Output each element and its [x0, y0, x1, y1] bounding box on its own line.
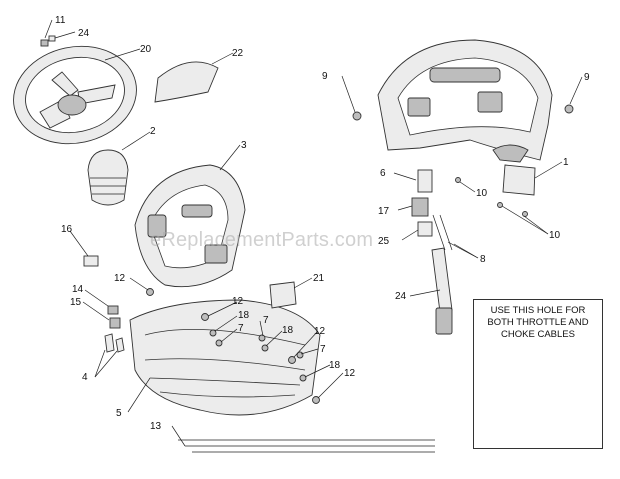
callout-labels: 11 24 20 22 2 3 16 12 12 14 15 18 7 4 5 …	[55, 15, 590, 432]
watermark: eReplacementParts.com	[150, 229, 374, 251]
callout-12-b: 12	[232, 296, 244, 307]
screw-12c	[288, 356, 296, 364]
part-25	[417, 221, 433, 237]
screw-10b	[497, 202, 503, 208]
part-11-bolt	[40, 39, 49, 47]
note-line-2: BOTH THROTTLE AND	[487, 317, 589, 328]
callout-12-c: 12	[314, 326, 326, 337]
callout-8: 8	[480, 254, 486, 265]
callout-20: 22	[232, 48, 244, 59]
part-20-cover	[154, 61, 219, 103]
callout-18-b: 18	[282, 325, 294, 336]
screw-10c	[522, 211, 528, 217]
part-14	[107, 305, 119, 315]
screw-10a	[455, 177, 461, 183]
part-5-hood	[129, 299, 321, 416]
right-dash-panel	[377, 39, 553, 161]
bolt-9-right	[564, 104, 574, 114]
part-2-boot	[87, 149, 129, 206]
callout-15: 15	[70, 297, 82, 308]
callout-19: 20	[140, 44, 152, 55]
part-4b	[115, 337, 125, 353]
callout-21: 21	[313, 273, 325, 284]
callout-1: 1	[563, 157, 569, 168]
part-16	[83, 255, 99, 267]
leader-lines	[44, 19, 583, 447]
steering-wheel[interactable]	[4, 35, 145, 155]
callout-5: 5	[116, 408, 122, 419]
callout-11: 11	[55, 15, 66, 26]
part-6	[417, 169, 433, 193]
screw-12d	[312, 396, 320, 404]
callout-24: 24	[395, 291, 407, 302]
screw-12a	[146, 288, 154, 296]
callout-14: 14	[72, 284, 84, 295]
callout-6: 6	[380, 168, 386, 179]
part-3-dash-housing	[134, 164, 246, 288]
cable-note-box: USE THIS HOLE FOR BOTH THROTTLE AND CHOK…	[473, 299, 603, 449]
callout-25: 25	[378, 236, 390, 247]
screw-7b	[258, 334, 266, 342]
part-1-lever	[492, 144, 529, 163]
callout-7-a: 7	[238, 323, 244, 334]
callout-7-b: 7	[263, 315, 269, 326]
part-4a	[104, 333, 115, 353]
part-1-switch	[502, 164, 536, 196]
callout-9-right: 9	[584, 72, 590, 83]
callout-7-c: 7	[320, 344, 326, 355]
callout-10-a: 10	[476, 188, 488, 199]
callout-17: 17	[378, 206, 390, 217]
screw-18c	[299, 374, 307, 382]
screw-7a	[215, 339, 223, 347]
callout-12-a: 12	[114, 273, 126, 284]
part-24-throttle-control	[431, 247, 453, 335]
callout-18-c: 18	[329, 360, 341, 371]
part-21-bracket	[269, 281, 297, 309]
part-17	[411, 197, 429, 217]
note-line-3: CHOKE CABLES	[501, 329, 575, 340]
screw-18a	[209, 329, 217, 337]
callout-9-left: 9	[322, 71, 328, 82]
callout-18-a: 18	[238, 310, 250, 321]
callout-10-b: 10	[549, 230, 561, 241]
callout-13: 13	[150, 421, 162, 432]
callout-4: 4	[82, 372, 88, 383]
part-13-cables	[178, 439, 435, 453]
part-15	[109, 317, 121, 329]
callout-16: 16	[61, 224, 73, 235]
callout-12-d: 12	[344, 368, 356, 379]
screw-18b	[261, 344, 269, 352]
callout-3: 3	[241, 140, 247, 151]
screw-12b	[201, 313, 209, 321]
note-line-1: USE THIS HOLE FOR	[490, 305, 586, 316]
part-22-washer	[48, 35, 56, 42]
cable-note-text: USE THIS HOLE FOR BOTH THROTTLE AND CHOK…	[474, 305, 602, 341]
callout-22: 24	[78, 28, 90, 39]
callout-2: 2	[150, 126, 156, 137]
bolt-9-left	[352, 111, 362, 121]
